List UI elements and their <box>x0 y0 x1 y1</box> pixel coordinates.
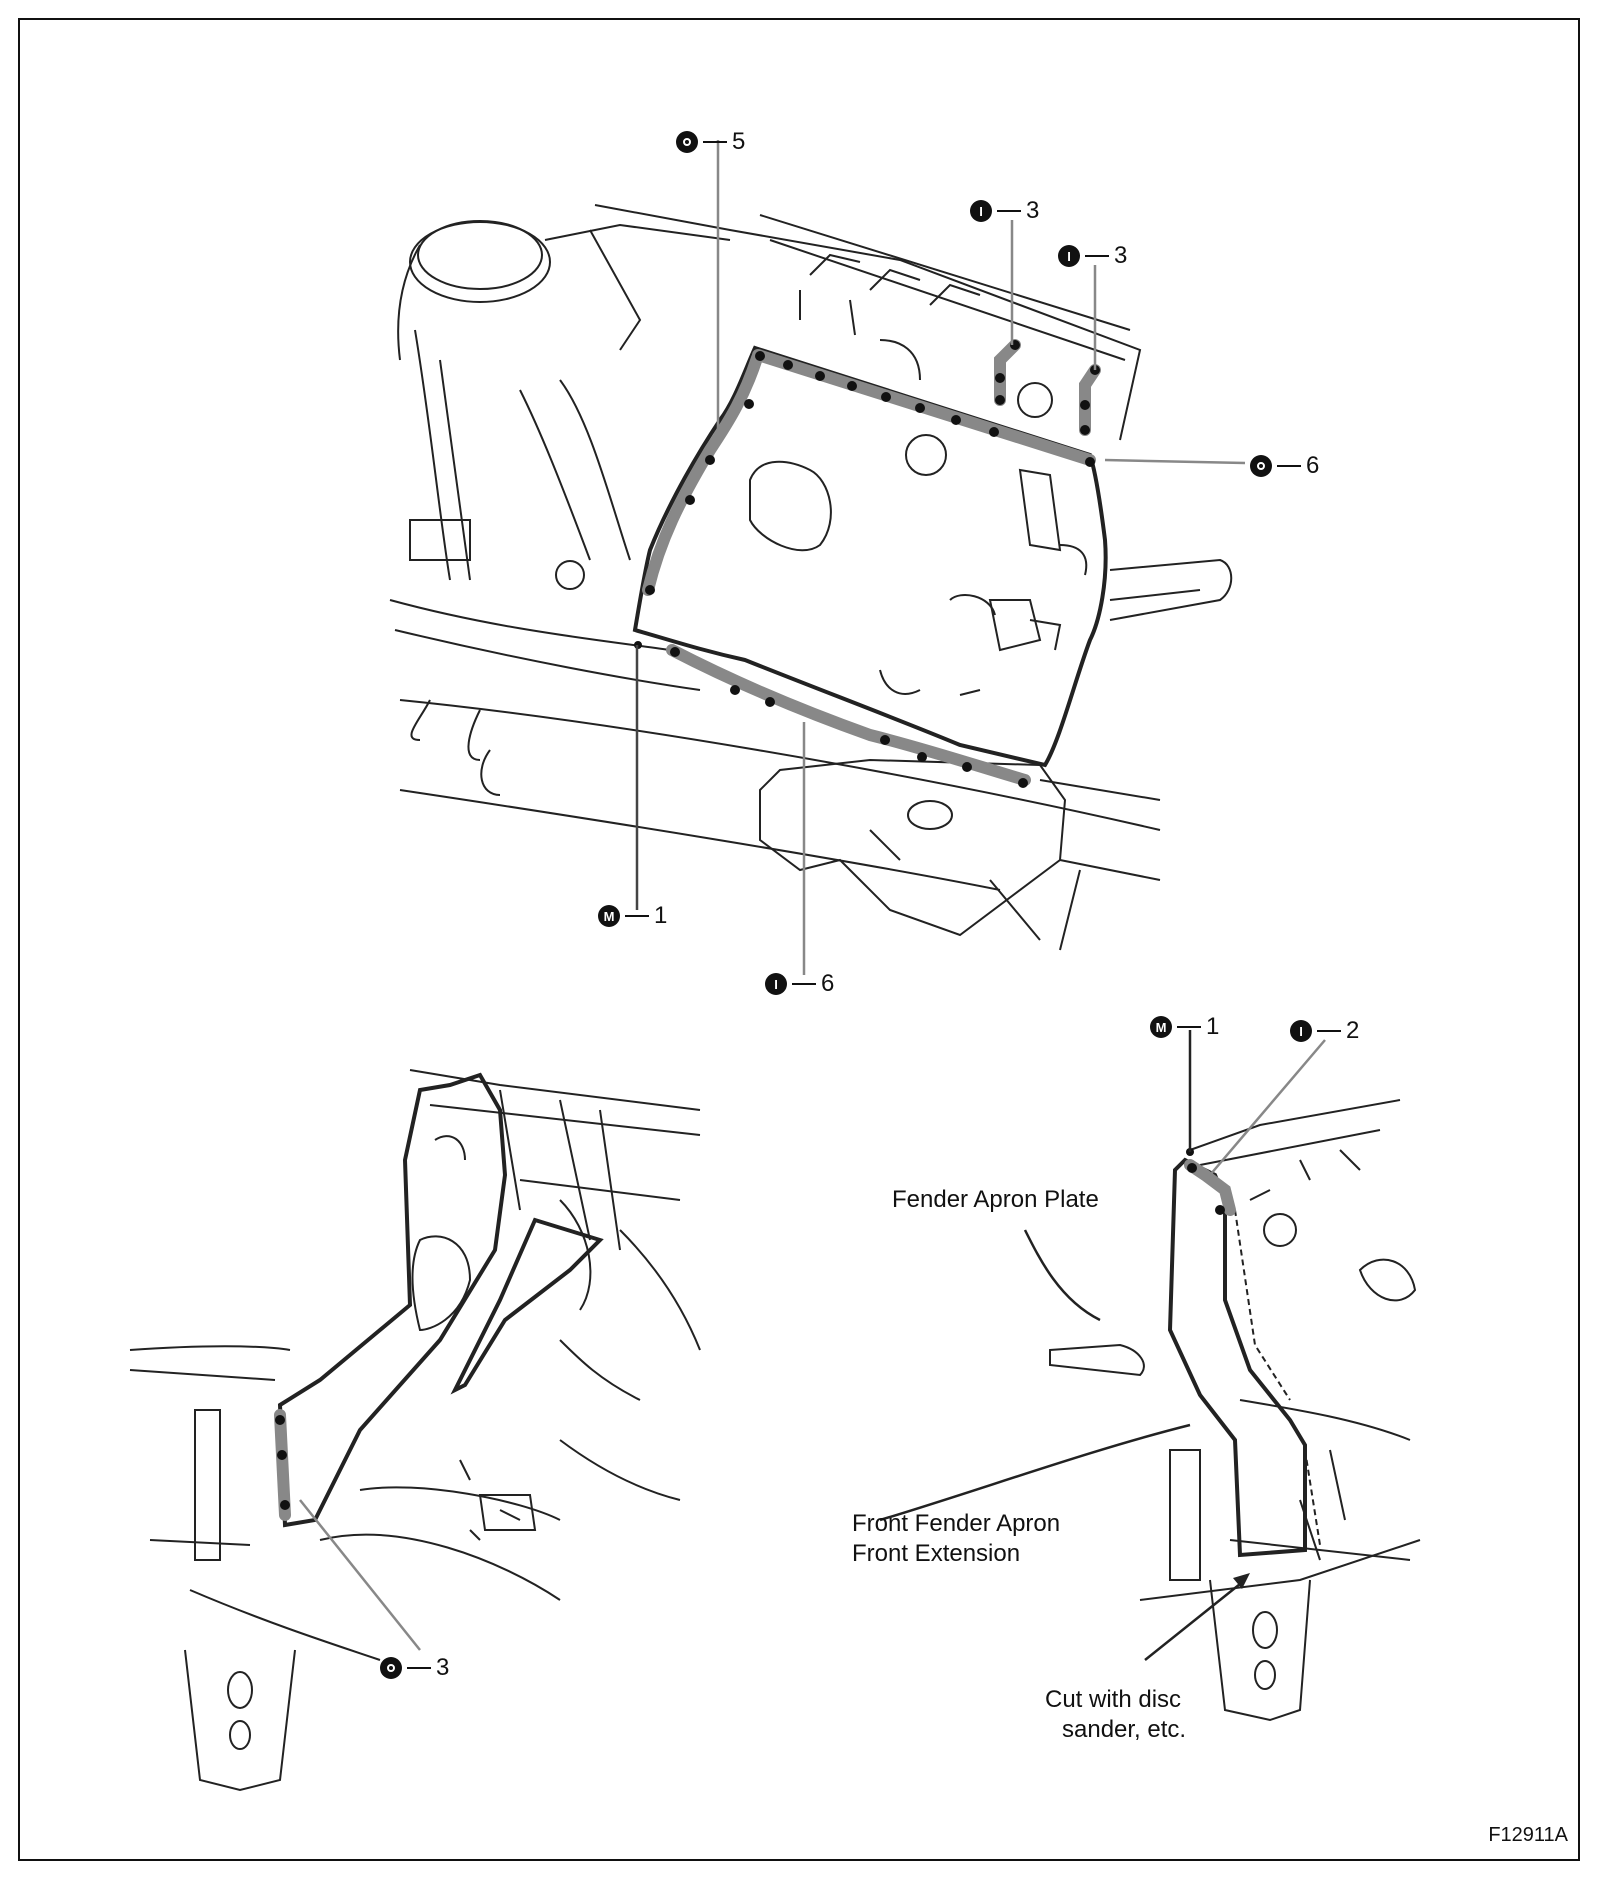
callout-number: 1 <box>1206 1013 1220 1040</box>
callout-number: 3 <box>436 1654 450 1681</box>
callout-number: 3 <box>1114 242 1128 269</box>
callout-o3: 3 <box>380 1654 449 1682</box>
callout-o5: 5 <box>676 128 745 156</box>
weld-symbol-icon: I <box>970 200 992 222</box>
label-cut-note-line1: Cut with disc <box>1045 1686 1182 1713</box>
weld-symbol-icon: M <box>598 905 620 927</box>
weld-symbol-icon <box>676 131 698 153</box>
weld-symbol-icon <box>380 1657 402 1679</box>
weld-symbol-icon: M <box>1150 1016 1172 1038</box>
label-front-extension-line2: Front Extension <box>852 1540 1021 1567</box>
bottom-left-panel-outline <box>277 1072 508 1528</box>
callout-number: 6 <box>1306 452 1320 479</box>
figure-frame <box>18 18 1580 1861</box>
weld-symbol-icon <box>1250 455 1272 477</box>
bottom-right-panel-outline <box>1167 1157 1307 1558</box>
weld-symbol-icon: I <box>1058 245 1080 267</box>
label-fender-apron-plate: Fender Apron Plate <box>892 1186 1099 1213</box>
leader-lines <box>299 140 1326 1661</box>
label-front-extension-line1: Front Fender Apron <box>852 1510 1061 1537</box>
weld-symbol-icon: I <box>765 973 787 995</box>
top-panel-outline <box>632 345 1108 768</box>
callout-number: 5 <box>732 128 746 155</box>
callout-number: 3 <box>1026 197 1040 224</box>
bottom-left-sketch <box>129 1069 701 1792</box>
callout-number: 2 <box>1346 1017 1360 1044</box>
weld-symbol-icon: I <box>1290 1020 1312 1042</box>
cut-arrowhead <box>1233 1573 1250 1589</box>
callout-o6: 6 <box>1250 452 1319 480</box>
callout-number: 6 <box>821 970 835 997</box>
callout-number: 1 <box>654 902 668 929</box>
label-cut-note-line2: sander, etc. <box>1062 1716 1187 1743</box>
figure-id: F12911A <box>1488 1824 1568 1846</box>
bottom-right-sketch <box>1049 1099 1421 1722</box>
